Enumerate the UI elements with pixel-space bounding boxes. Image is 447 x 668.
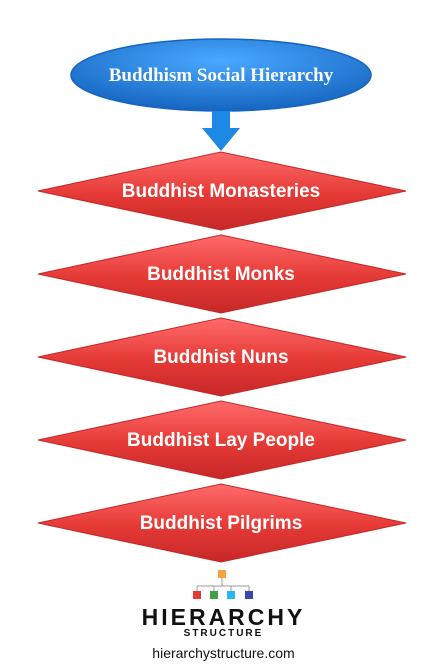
level-label-4: Buddhist Lay People — [127, 430, 315, 451]
logo-node-2 — [210, 591, 218, 599]
logo-node-4 — [245, 591, 253, 599]
logo-wordmark: HIERARCHY — [141, 604, 306, 630]
logo-subword: STRUCTURE — [183, 628, 264, 639]
level-diamond-1: Buddhist Monasteries — [37, 151, 407, 231]
level-diamond-2: Buddhist Monks — [37, 234, 407, 314]
org-chart-icon — [193, 570, 253, 599]
level-label-5: Buddhist Pilgrims — [140, 513, 303, 534]
level-diamond-4: Buddhist Lay People — [37, 400, 407, 480]
level-label-1: Buddhist Monasteries — [122, 181, 320, 202]
logo-node-1 — [193, 591, 201, 599]
logo-node-3 — [227, 591, 235, 599]
level-label-3: Buddhist Nuns — [153, 347, 288, 368]
level-label-2: Buddhist Monks — [147, 264, 295, 285]
logo-node-top — [218, 570, 226, 578]
down-arrow — [202, 111, 240, 151]
level-diamond-3: Buddhist Nuns — [37, 317, 407, 397]
website-link[interactable]: hierarchystructure.com — [152, 645, 295, 661]
diagram-title: Buddhism Social Hierarchy — [109, 65, 334, 86]
level-diamond-5: Buddhist Pilgrims — [37, 483, 407, 563]
